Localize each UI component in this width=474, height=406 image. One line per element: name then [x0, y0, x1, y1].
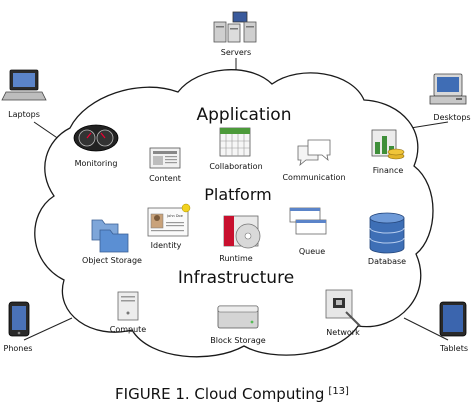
servers-icon [213, 11, 257, 43]
laptop-icon [1, 69, 47, 101]
identity-icon [147, 203, 191, 237]
tablet-icon [439, 301, 467, 337]
tablets-connector [403, 317, 449, 341]
finance-icon [371, 129, 405, 160]
phones-label: Phones [4, 344, 33, 353]
collaboration-label: Collaboration [209, 162, 262, 171]
caption-reference: [13] [328, 386, 349, 397]
object-storage-icon [91, 219, 129, 253]
phone-icon [8, 301, 30, 337]
communication-icon [297, 139, 331, 167]
queue-icon [289, 207, 327, 235]
identity-label: Identity [151, 241, 182, 250]
desktop-icon [429, 73, 467, 105]
desktops-label: Desktops [433, 113, 470, 122]
queue-label: Queue [299, 247, 325, 256]
database-label: Database [368, 257, 406, 266]
servers-label: Servers [221, 48, 251, 57]
database-icon [369, 212, 405, 254]
phones-connector [23, 317, 73, 341]
block-storage-icon [217, 305, 259, 329]
infrastructure-heading: Infrastructure [178, 268, 294, 288]
object-storage-label: Object Storage [82, 256, 142, 265]
monitoring-label: Monitoring [75, 159, 118, 168]
content-icon [149, 147, 181, 169]
compute-label: Compute [110, 325, 147, 334]
compute-icon [117, 291, 139, 321]
runtime-icon [223, 215, 261, 249]
cloud-outline [34, 69, 434, 358]
tablets-label: Tablets [439, 344, 468, 353]
platform-heading: Platform [204, 185, 271, 204]
block-storage-label: Block Storage [210, 336, 266, 345]
caption-text: FIGURE 1. Cloud Computing [115, 385, 324, 402]
network-label: Network [326, 328, 360, 337]
runtime-label: Runtime [219, 254, 252, 263]
network-icon [325, 289, 361, 327]
figure-caption: FIGURE 1. Cloud Computing [13] [115, 385, 349, 402]
content-label: Content [149, 174, 181, 183]
communication-label: Communication [282, 173, 345, 182]
identity-card-name: John Doe [166, 214, 183, 218]
application-heading: Application [197, 105, 292, 125]
laptops-label: Laptops [8, 110, 40, 119]
finance-label: Finance [373, 166, 404, 175]
monitoring-icon [73, 124, 119, 152]
collaboration-icon [219, 127, 251, 157]
